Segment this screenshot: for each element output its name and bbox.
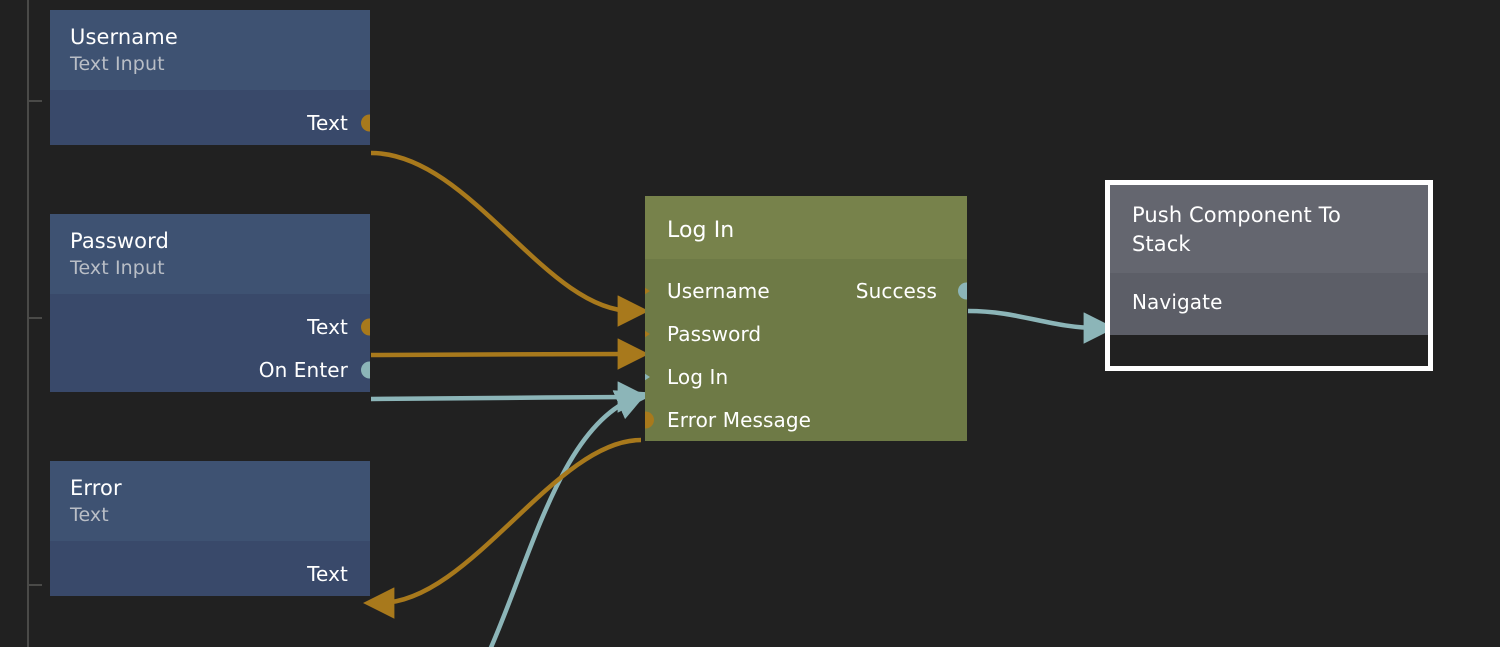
node-username-subtitle: Text Input: [70, 52, 165, 75]
node-error-header[interactable]: Error Text: [50, 461, 370, 541]
node-log-in-title: Log In: [667, 218, 735, 243]
node-username[interactable]: Username Text Input Text: [50, 10, 370, 185]
wire-login-success-to-push-navigate: [967, 308, 1116, 344]
node-push-component-to-stack[interactable]: Push Component To Stack Navigate: [1105, 180, 1433, 371]
node-username-title: Username: [70, 25, 178, 49]
port-dot-username-text[interactable]: [361, 114, 370, 132]
node-error-title: Error: [70, 476, 122, 500]
node-push-header[interactable]: Push Component To Stack: [1110, 185, 1428, 273]
port-dot-password-onenter[interactable]: [361, 361, 370, 379]
node-password-header[interactable]: Password Text Input: [50, 214, 370, 294]
wire-password-onenter-to-login-login: [370, 381, 650, 413]
port-label-password-text: Text: [307, 315, 348, 340]
port-row-push-navigate[interactable]: Navigate: [1110, 281, 1428, 324]
ruler-tick-3: [29, 584, 42, 586]
port-row-username-text[interactable]: Text: [50, 102, 370, 145]
port-label-password-onenter: On Enter: [258, 358, 348, 383]
port-label-push-navigate: Navigate: [1132, 290, 1223, 315]
port-label-login-error-message: Error Message: [667, 407, 812, 432]
ruler-vertical-axis: [27, 0, 29, 647]
port-dot-password-text[interactable]: [361, 318, 370, 336]
port-arrow-login-username[interactable]: [645, 281, 650, 300]
node-log-in[interactable]: Log In Username Success Password Log In …: [645, 196, 967, 479]
node-username-header[interactable]: Username Text Input: [50, 10, 370, 90]
node-password[interactable]: Password Text Input Text On Enter: [50, 214, 370, 438]
node-username-body: Text: [50, 89, 370, 145]
port-row-password-text[interactable]: Text: [50, 306, 370, 349]
port-label-login-username: Username: [667, 278, 770, 303]
port-row-error-text[interactable]: Text: [50, 553, 370, 596]
node-password-body: Text On Enter: [50, 293, 370, 392]
port-label-username-text: Text: [307, 111, 348, 136]
port-label-login-password: Password: [667, 321, 762, 346]
port-row-password-onenter[interactable]: On Enter: [50, 349, 370, 392]
port-row-login-error-message[interactable]: Error Message: [645, 398, 967, 441]
port-row-login-password[interactable]: Password: [645, 312, 967, 355]
wire-offscreen-to-login-login: [488, 390, 648, 647]
port-row-login-username[interactable]: Username Success: [645, 269, 967, 312]
port-label-login-login: Log In: [667, 364, 729, 389]
wire-password-text-to-login-password: [370, 338, 650, 370]
ruler-tick-2: [29, 317, 42, 319]
port-arrow-login-login[interactable]: [645, 367, 650, 386]
node-password-subtitle: Text Input: [70, 256, 165, 279]
node-error[interactable]: Error Text Text: [50, 461, 370, 647]
node-error-body: Text: [50, 540, 370, 596]
port-dot-login-success[interactable]: [958, 282, 967, 300]
wire-login-errormessage-to-error-text: [362, 437, 642, 619]
node-log-in-body: Username Success Password Log In Error M…: [645, 259, 967, 442]
ruler-tick-1: [29, 100, 42, 102]
node-password-title: Password: [70, 229, 169, 253]
node-log-in-header[interactable]: Log In: [645, 196, 967, 260]
port-label-login-success: Success: [855, 278, 937, 303]
port-row-login-login[interactable]: Log In: [645, 355, 967, 398]
node-push-body: Navigate: [1110, 272, 1428, 335]
wire-username-text-to-login-username: [370, 150, 650, 327]
node-push-title: Push Component To Stack: [1132, 203, 1341, 256]
port-dot-login-error-message[interactable]: [645, 411, 654, 429]
port-arrow-login-password[interactable]: [645, 324, 650, 343]
node-error-subtitle: Text: [70, 503, 109, 526]
port-label-error-text: Text: [307, 562, 348, 587]
